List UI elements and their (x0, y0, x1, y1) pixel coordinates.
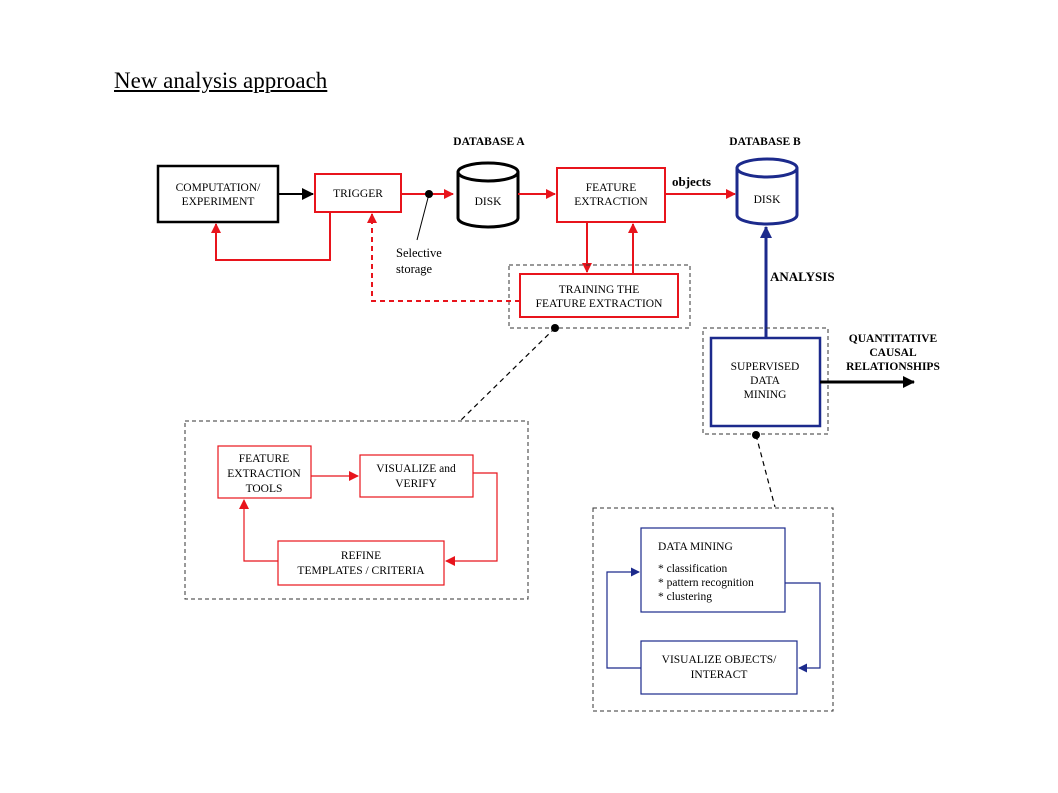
feature-refinement-dashed-group (184, 420, 529, 600)
disk-b-label: DISK (754, 194, 782, 206)
computation-label-1: COMPUTATION/ (176, 182, 261, 194)
database-b-label: DATABASE B (729, 136, 801, 148)
refine-box: REFINE TEMPLATES / CRITERIA (277, 540, 445, 586)
selective-storage-pointer (416, 193, 430, 241)
training-to-trigger-dashed-arrow (367, 213, 520, 302)
data-mining-item-1: * classification (658, 563, 728, 575)
mining-to-visualize-arrow (785, 582, 821, 673)
training-detail-connector (459, 327, 556, 422)
data-mining-item-3: * clustering (658, 591, 712, 603)
objects-label: objects (672, 174, 711, 189)
quantitative-label-3: RELATIONSHIPS (846, 361, 940, 373)
database-a-label: DATABASE A (453, 136, 525, 148)
feature-extraction-tools-box: FEATURE EXTRACTION TOOLS (217, 445, 312, 499)
supervised-detail-connector (755, 434, 776, 508)
training-box: TRAINING THE FEATURE EXTRACTION (519, 273, 679, 318)
refine-to-tools-arrow (239, 499, 278, 562)
fe-tools-label-2: EXTRACTION (227, 468, 301, 480)
fe-tools-label-3: TOOLS (246, 483, 283, 495)
supervised-label-3: MINING (744, 389, 787, 401)
feature-extraction-label-1: FEATURE (586, 182, 636, 194)
visualize-to-mining-arrow (606, 567, 641, 669)
training-label-2: FEATURE EXTRACTION (536, 298, 664, 310)
visualize-verify-label-1: VISUALIZE and (376, 463, 456, 475)
fe-tools-label-1: FEATURE (239, 453, 289, 465)
feature-extraction-label-2: EXTRACTION (574, 196, 648, 208)
feature-extraction-box: FEATURE EXTRACTION (556, 167, 666, 223)
quantitative-label-2: CAUSAL (869, 347, 917, 359)
refine-label-1: REFINE (341, 550, 381, 562)
visualize-verify-label-2: VERIFY (395, 478, 437, 490)
visualize-verify-box: VISUALIZE and VERIFY (359, 454, 474, 498)
disk-a-cylinder: DISK (456, 161, 520, 229)
visualize-objects-box: VISUALIZE OBJECTS/ INTERACT (640, 640, 798, 695)
computation-experiment-box: COMPUTATION/ EXPERIMENT (156, 164, 280, 224)
selective-storage-label-2: storage (396, 262, 433, 276)
trigger-feedback-arrow (211, 212, 331, 261)
computation-label-2: EXPERIMENT (182, 196, 255, 208)
data-mining-title: DATA MINING (658, 541, 733, 553)
visualize-objects-label-1: VISUALIZE OBJECTS/ (662, 654, 777, 666)
refine-label-2: TEMPLATES / CRITERIA (297, 565, 425, 577)
analysis-label: ANALYSIS (770, 269, 835, 284)
data-mining-dashed-group (592, 507, 834, 712)
supervised-data-mining-box: SUPERVISED DATA MINING (709, 336, 822, 428)
quantitative-label-1: QUANTITATIVE (849, 333, 938, 345)
trigger-label: TRIGGER (333, 188, 383, 200)
disk-a-label: DISK (475, 196, 503, 208)
training-dashed-group (508, 264, 691, 329)
disk-b-cylinder: DISK (735, 157, 799, 226)
supervised-label-1: SUPERVISED (731, 361, 800, 373)
selective-storage-label-1: Selective (396, 246, 442, 260)
visualize-to-refine-arrow (445, 472, 498, 566)
data-mining-item-2: * pattern recognition (658, 577, 754, 589)
supervised-label-2: DATA (750, 375, 780, 387)
training-label-1: TRAINING THE (559, 284, 640, 296)
data-mining-box: DATA MINING * classification * pattern r… (640, 527, 786, 613)
slide-title: New analysis approach (114, 68, 328, 93)
trigger-box: TRIGGER (314, 173, 402, 213)
visualize-objects-label-2: INTERACT (691, 669, 748, 681)
